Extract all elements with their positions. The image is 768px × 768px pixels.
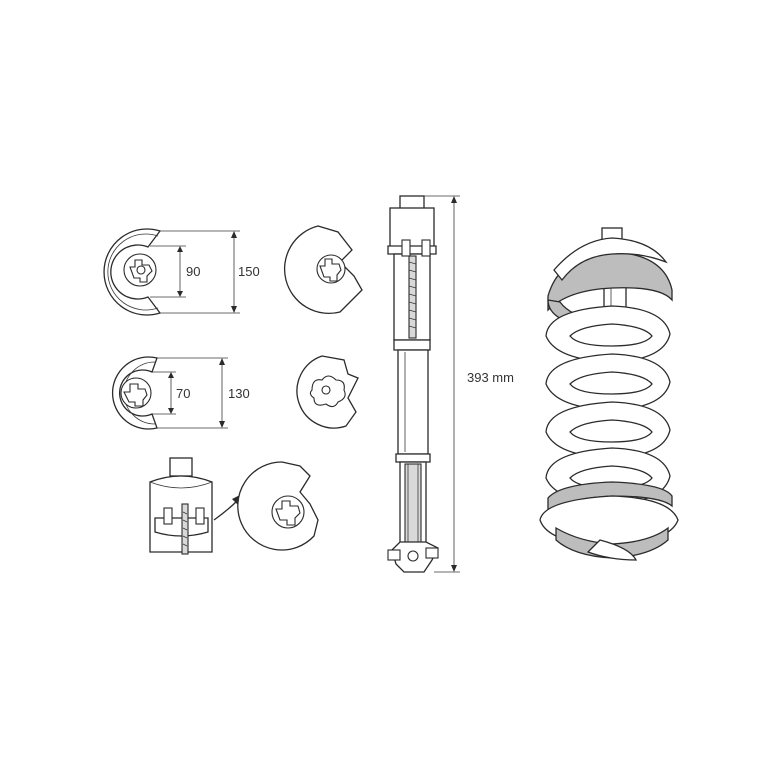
compressor-tool (387, 195, 439, 573)
large-plate-inner-dim: 90 (186, 264, 200, 279)
tool-length-dimension (424, 195, 460, 573)
tool-thread (408, 261, 417, 329)
large-plate-front (103, 228, 162, 316)
tool-end-detail (149, 457, 213, 555)
coil-spring-assembly (539, 227, 679, 561)
small-plate-inner-dim: 70 (176, 386, 190, 401)
tool-length-label: 393 mm (467, 370, 514, 385)
large-plate-perspective (283, 225, 363, 315)
large-plate-dimension-lines (150, 230, 240, 314)
small-plate-dimension-lines (152, 357, 228, 429)
small-plate-outer-dim: 130 (228, 386, 250, 401)
small-plate-front (112, 356, 158, 430)
small-plate-perspective (296, 355, 359, 429)
detail-plate (237, 461, 319, 551)
large-plate-outer-dim: 150 (238, 264, 260, 279)
